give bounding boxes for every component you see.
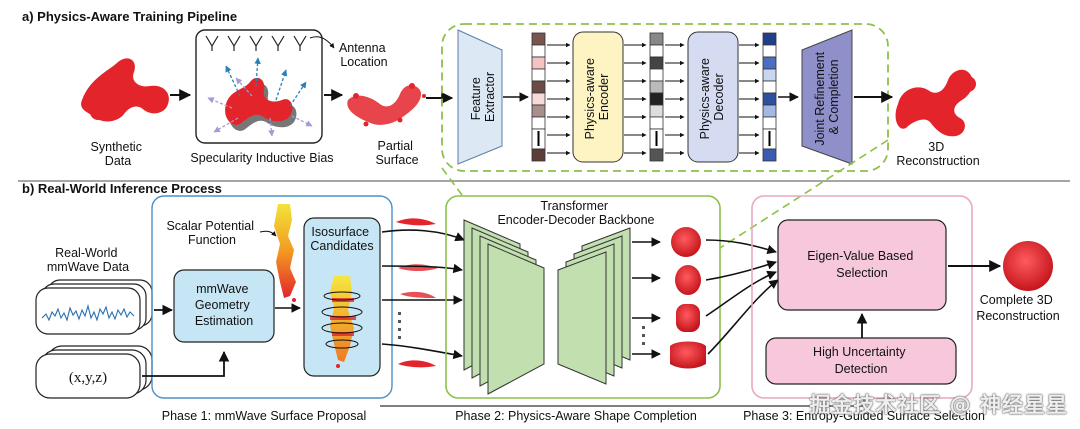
phase1-label: Phase 1: mmWave Surface Proposal	[162, 409, 367, 423]
feature-vector-1	[531, 32, 546, 162]
feature-vector-2	[649, 32, 664, 162]
antenna-icons	[205, 35, 307, 51]
partial-surface-shape	[347, 83, 426, 127]
arrows-features-to-encoder	[547, 42, 571, 156]
synthetic-data-shape	[81, 58, 169, 122]
complete-3d-ball	[1003, 241, 1053, 291]
arrows-to-transformer	[381, 229, 465, 360]
uncertainty-label: High Uncertainty Detection	[813, 345, 909, 376]
joint-refinement-label: Joint Refinement & Completion	[813, 48, 841, 145]
candidate-surfaces	[396, 218, 438, 368]
mmwave-geometry-label: mmWave Geometry Estimation	[195, 282, 253, 328]
feature-vector-3	[762, 32, 777, 162]
isosurface-shape	[321, 276, 363, 368]
decoder-label: Physics-aware Decoder	[698, 55, 726, 140]
arrows-to-eigen	[705, 239, 779, 355]
uncertainty-box	[765, 337, 957, 385]
eigen-selection-label: Eigen-Value Based Selection	[807, 249, 917, 280]
section-a-title: a) Physics-Aware Training Pipeline	[22, 9, 237, 24]
transformer-label: Transformer Encoder-Decoder Backbone	[497, 199, 654, 227]
encoder-stack	[463, 219, 545, 395]
ray-arrows	[207, 57, 313, 137]
feature-extractor-label: Feature Extractor	[469, 72, 497, 122]
candidate-dots	[398, 312, 401, 339]
scalar-potential-label: Scalar Potential Function	[166, 219, 257, 247]
section-b-title: b) Real-World Inference Process	[22, 181, 222, 196]
feedback-line	[380, 398, 865, 407]
phase1-container	[151, 195, 393, 399]
arrows-to-shapes	[632, 237, 661, 359]
encoder-label: Physics-aware Encoder	[583, 55, 611, 140]
arrow-xyz-to-geometry	[142, 350, 230, 377]
shape-dots	[642, 326, 645, 345]
reconstruction-label: 3D Reconstruction	[896, 140, 979, 168]
encoder-block	[572, 31, 624, 163]
specular-shape	[225, 77, 297, 131]
scalar-pointer	[259, 230, 277, 237]
zoom-line-left	[441, 167, 463, 196]
scalar-potential-shape	[274, 204, 296, 302]
reconstruction-shape	[895, 69, 976, 137]
xyz-label: (x,y,z)	[69, 370, 107, 386]
arrows-to-decoder	[665, 42, 685, 156]
decoder-block	[687, 31, 739, 163]
phase2-container	[445, 195, 721, 399]
specularity-label: Specularity Inductive Bias	[190, 151, 333, 165]
phase3-container	[751, 195, 973, 399]
antenna-pointer	[309, 36, 335, 49]
mmwave-signal-stack	[35, 279, 153, 335]
zoom-line-right	[719, 139, 889, 249]
antenna-label: Antenna Location	[339, 41, 389, 69]
phase3-label: Phase 3: Entropy-Guided Surface Selectio…	[743, 409, 985, 423]
completed-shapes	[670, 227, 706, 369]
arrows-decoder-out	[739, 42, 760, 156]
arrows-encoder-out	[624, 42, 647, 156]
eigen-selection-box	[777, 219, 947, 311]
watermark: 掘金技术社区 @ 神经星星	[809, 393, 1068, 417]
xyz-stack	[35, 345, 153, 399]
real-world-label: Real-World mmWave Data	[47, 246, 129, 274]
mmwave-geometry-box	[173, 269, 275, 343]
synthetic-data-label: Synthetic Data	[91, 140, 146, 168]
complete-3d-label: Complete 3D Reconstruction	[976, 293, 1059, 323]
phase2-label: Phase 2: Physics-Aware Shape Completion	[455, 409, 697, 423]
decoder-stack	[557, 227, 631, 385]
feature-extractor-block	[457, 29, 503, 165]
isosurface-label: Isosurface Candidates	[310, 225, 373, 253]
partial-surface-label: Partial Surface	[375, 139, 418, 167]
